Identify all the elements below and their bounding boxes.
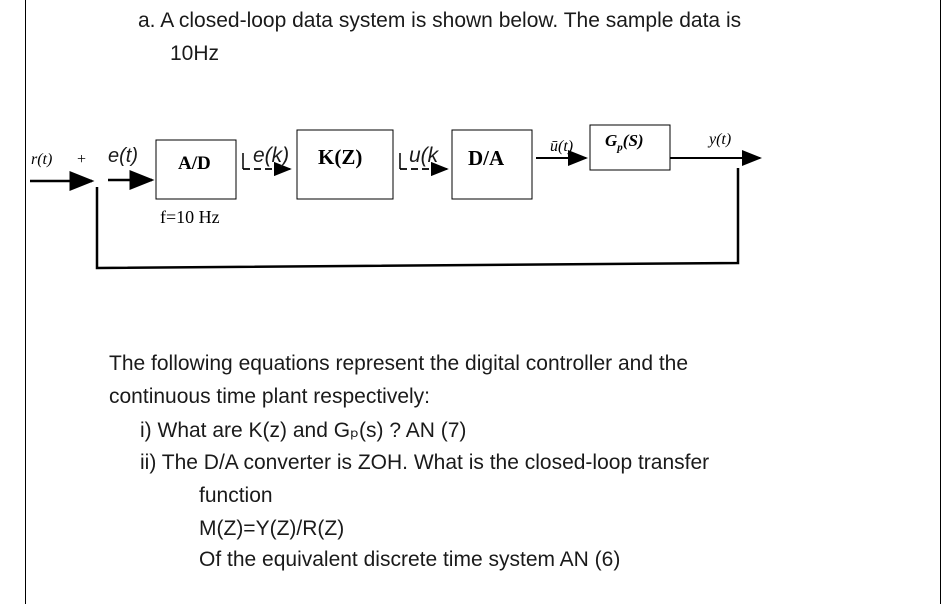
- error-label: e(t): [108, 145, 138, 167]
- question-item-2-line4: Of the equivalent discrete time system A…: [199, 548, 621, 571]
- da-block-label: D/A: [468, 146, 505, 170]
- page-margin-line-left: [25, 0, 26, 604]
- plant-block: [589, 124, 671, 171]
- feedback-path: [95, 168, 740, 270]
- plant-block-label: Gp(S): [605, 131, 644, 153]
- da-block: [451, 129, 533, 200]
- ad-block: [155, 139, 237, 200]
- output-label: y(t): [709, 131, 732, 148]
- sum-sign: +: [77, 151, 87, 168]
- transfer-function-formula: M(Z)=Y(Z)/R(Z): [199, 517, 345, 540]
- question-title-line2: 10Hz: [170, 42, 220, 65]
- question-item-1: i) What are K(z) and Gₚ(s) ? AN (7): [140, 419, 467, 442]
- intro-line2: continuous time plant respectively:: [109, 385, 430, 408]
- intro-line1: The following equations represent the di…: [109, 352, 689, 375]
- controller-block-label: K(Z): [318, 145, 363, 169]
- sample-rate-label: f=10 Hz: [160, 207, 220, 227]
- question-item-2-line2: function: [199, 484, 273, 507]
- ad-block-label: A/D: [178, 153, 211, 174]
- controller-block: [296, 129, 394, 200]
- block-diagram: [30, 124, 762, 270]
- plant-argument: (S): [622, 131, 644, 150]
- input-label: r(t): [31, 151, 53, 168]
- question-title-line1: a. A closed-loop data system is shown be…: [138, 9, 742, 32]
- ek-label: e(k): [253, 144, 290, 167]
- plant-symbol: G: [605, 131, 618, 150]
- ubar-label: ū(t): [550, 138, 574, 155]
- question-item-2-line1: ii) The D/A converter is ZOH. What is th…: [140, 451, 710, 474]
- page-margin-line-right: [940, 0, 941, 604]
- plant-subscript: p: [617, 141, 623, 154]
- uk-label: u(k: [409, 144, 439, 167]
